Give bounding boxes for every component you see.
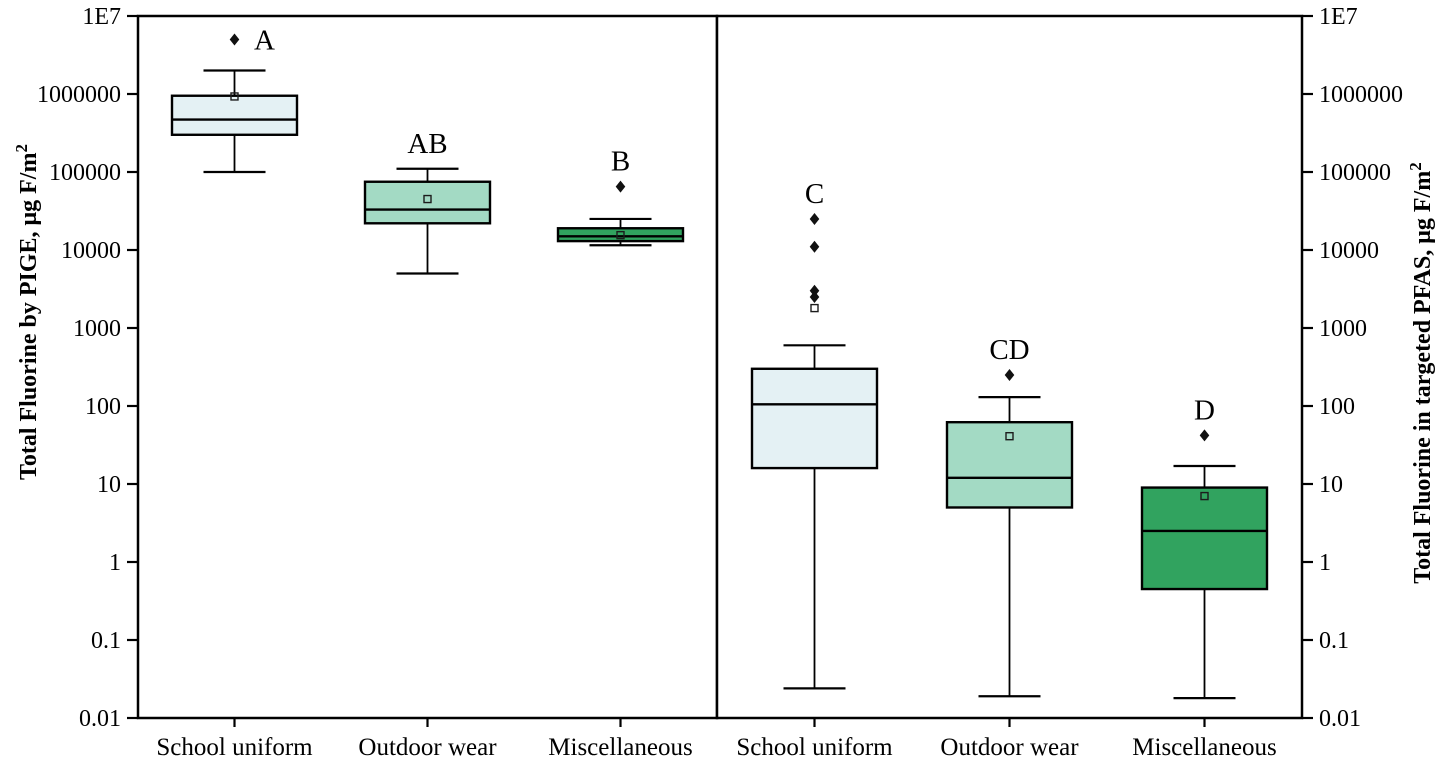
left-axis-tick-label: 0.01	[79, 706, 121, 732]
category-label: Miscellaneous	[548, 734, 692, 761]
significance-letter: D	[1194, 394, 1215, 426]
box	[750, 367, 879, 470]
significance-letter: A	[254, 24, 275, 56]
right-axis-tick-label: 10	[1319, 472, 1343, 498]
left-axis-tick-label: 100000	[49, 160, 121, 186]
outlier-diamond	[1004, 368, 1015, 381]
category-label: Outdoor wear	[940, 734, 1079, 761]
box	[556, 227, 685, 243]
box	[170, 94, 299, 136]
right-axis-tick-label: 1E7	[1319, 4, 1358, 30]
left-axis-tick-label: 10	[97, 472, 121, 498]
category-label: Miscellaneous	[1132, 734, 1276, 761]
outlier-diamond	[615, 180, 626, 193]
significance-letter: C	[805, 178, 824, 210]
right-axis-tick-label: 1000000	[1319, 82, 1403, 108]
right-axis-tick-label: 10000	[1319, 238, 1379, 264]
right-axis-tick-label: 0.01	[1319, 706, 1361, 732]
left-axis-tick-label: 1000000	[37, 82, 121, 108]
significance-letter: CD	[989, 334, 1029, 366]
box	[945, 420, 1074, 509]
right-axis-tick-label: 100000	[1319, 160, 1391, 186]
left-axis-tick-label: 0.1	[91, 628, 121, 654]
left-axis-tick-label: 1	[109, 550, 121, 576]
y-axis-title-left: Total Fluorine by PIGE, μg F/m2	[12, 144, 42, 480]
significance-letter: AB	[407, 128, 447, 160]
left-axis-tick-label: 100	[85, 394, 121, 420]
mean-marker	[616, 230, 625, 240]
outlier-diamond	[809, 284, 820, 297]
category-label: School uniform	[736, 734, 893, 761]
mean-marker	[1005, 432, 1014, 441]
left-axis-tick-label: 1E7	[82, 4, 121, 30]
box	[1140, 486, 1269, 591]
left-axis-tick-label: 1000	[73, 316, 121, 342]
category-label: Outdoor wear	[358, 734, 497, 761]
right-axis-tick-label: 100	[1319, 394, 1355, 420]
category-label: School uniform	[156, 734, 313, 761]
mean-marker	[230, 92, 239, 101]
mean-marker	[810, 303, 819, 313]
right-axis-tick-label: 1000	[1319, 316, 1367, 342]
outlier-diamond	[1199, 429, 1210, 442]
right-axis-tick-label: 1	[1319, 550, 1331, 576]
mean-marker	[1200, 491, 1209, 501]
right-axis-tick-label: 0.1	[1319, 628, 1349, 654]
outlier-diamond	[809, 290, 820, 303]
left-axis-tick-label: 10000	[61, 238, 121, 264]
mean-marker	[423, 194, 432, 204]
y-axis-title-right: Total Fluorine in targeted PFAS, μg F/m2	[1406, 162, 1436, 583]
significance-letter: B	[611, 146, 630, 178]
outlier-diamond	[809, 240, 820, 253]
outlier-diamond	[229, 33, 240, 46]
outlier-diamond	[809, 212, 820, 225]
